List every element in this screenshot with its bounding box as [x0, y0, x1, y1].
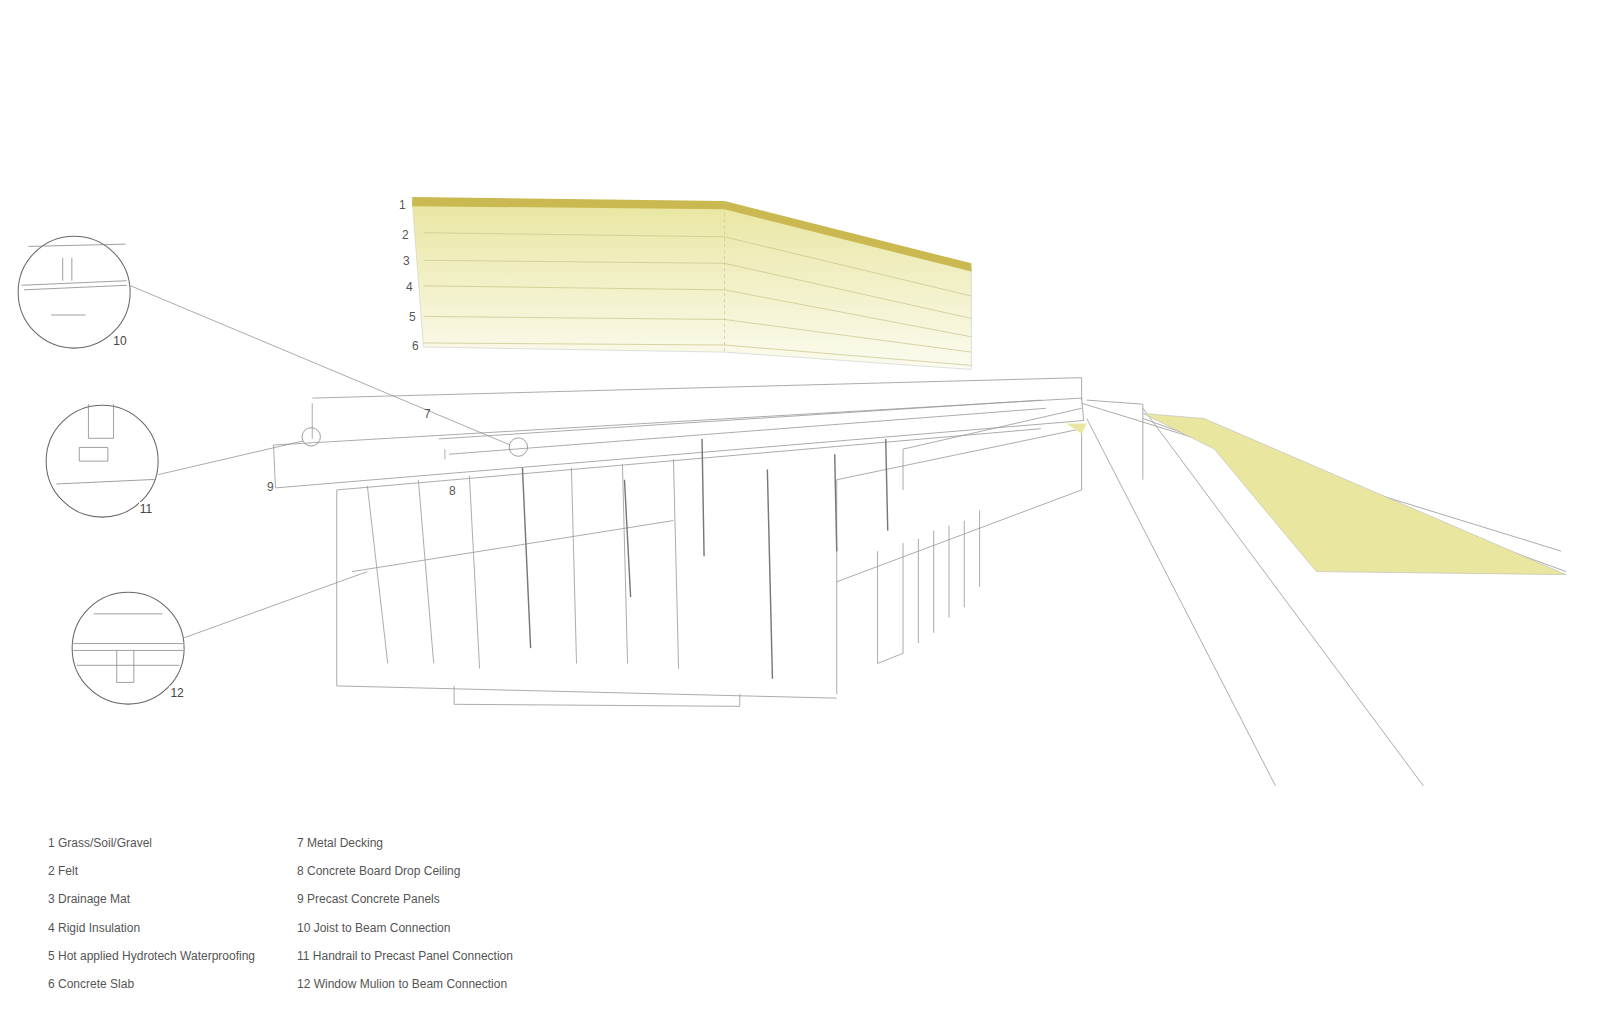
- callout-number: 6: [412, 339, 419, 353]
- callout-number: 4: [406, 280, 413, 294]
- key-entry: 4 Rigid Insulation: [48, 921, 140, 935]
- key-entry: 9 Precast Concrete Panels: [297, 892, 440, 906]
- callout-number: 5: [409, 310, 416, 324]
- callout-number: 1: [399, 198, 406, 212]
- callout-number: 11: [139, 502, 153, 516]
- callout-number: 12: [169, 686, 184, 700]
- callout-number: 2: [402, 228, 409, 242]
- callout-number: 9: [267, 480, 274, 494]
- callout-number: 7: [424, 407, 431, 421]
- key-entry: 2 Felt: [48, 864, 78, 878]
- key-entry: 10 Joist to Beam Connection: [297, 921, 450, 935]
- key-entry: 7 Metal Decking: [297, 836, 383, 850]
- key-entry: 5 Hot applied Hydrotech Waterproofing: [48, 949, 255, 963]
- key-entry: 12 Window Mulion to Beam Connection: [297, 977, 507, 991]
- key-entry: 1 Grass/Soil/Gravel: [48, 836, 152, 850]
- key-entry: 8 Concrete Board Drop Ceiling: [297, 864, 460, 878]
- detail-circle: 10: [17, 235, 131, 349]
- detail-circle: 12: [71, 591, 185, 705]
- key-entry: 3 Drainage Mat: [48, 892, 130, 906]
- callout-number: 3: [403, 254, 410, 268]
- key-entry: 11 Handrail to Precast Panel Connection: [297, 949, 513, 963]
- detail-outline: [17, 235, 131, 349]
- key-entry: 6 Concrete Slab: [48, 977, 134, 991]
- callout-number: 8: [449, 484, 456, 498]
- detail-circle: 11: [45, 404, 159, 518]
- callout-number: 10: [112, 334, 127, 348]
